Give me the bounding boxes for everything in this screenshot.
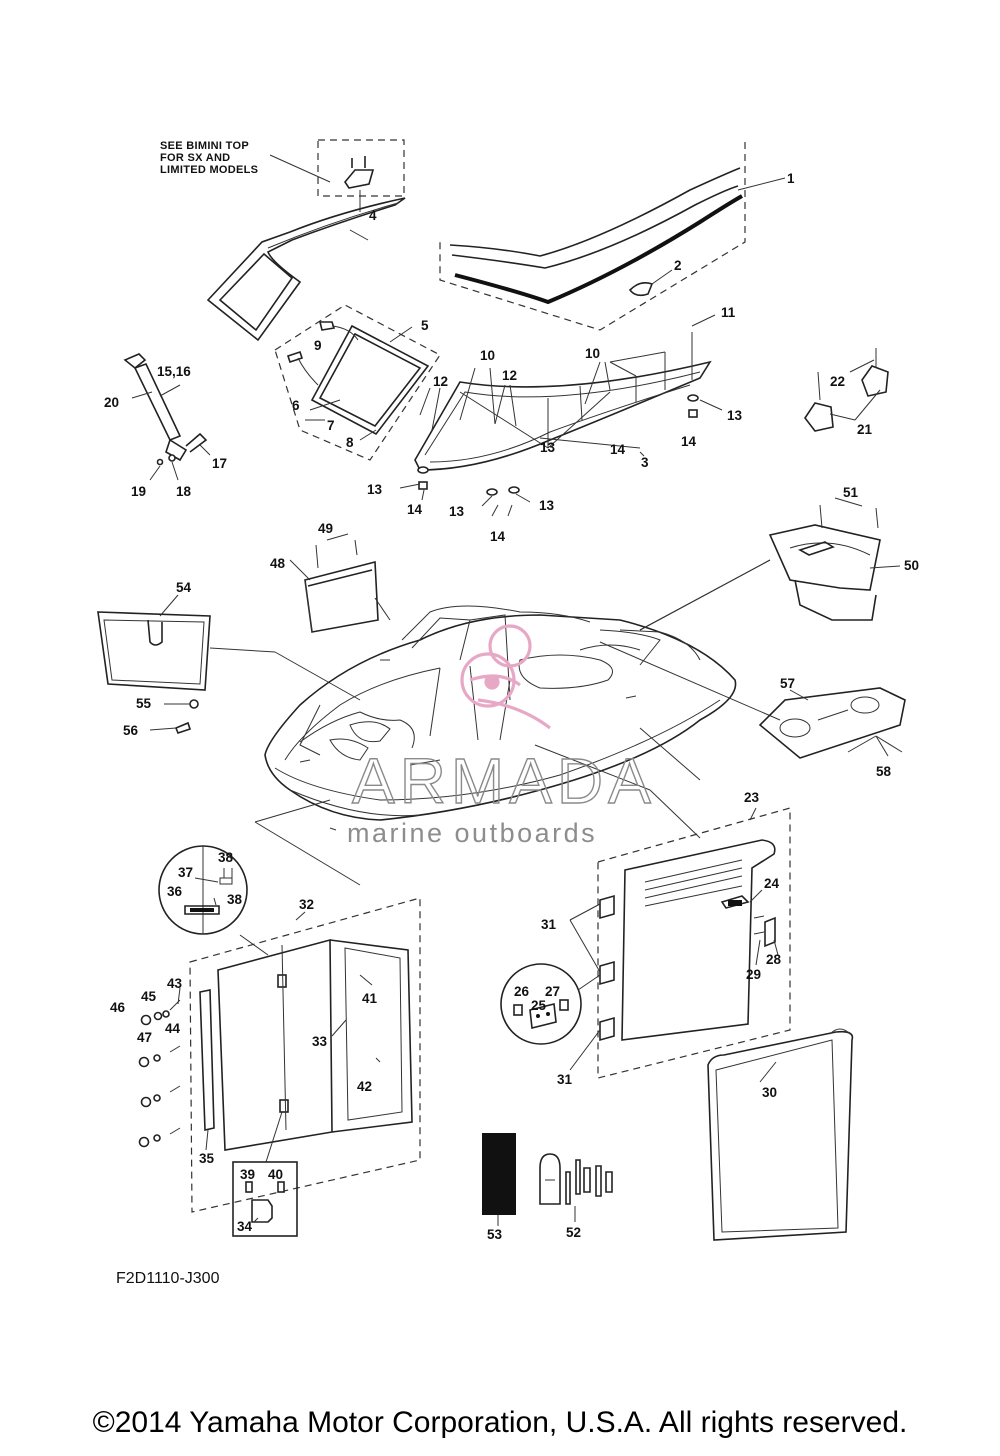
callout-55: 55 (136, 696, 152, 711)
callout-11: 11 (721, 305, 736, 320)
windshield-frame (206, 197, 406, 342)
callout-51: 51 (843, 485, 859, 500)
callout-53: 53 (487, 1227, 503, 1242)
callout-58: 58 (876, 764, 892, 779)
callout-14c: 14 (681, 434, 697, 449)
callout-17: 17 (212, 456, 227, 471)
callout-13d: 13 (727, 408, 743, 423)
toolkit-52 (539, 1153, 613, 1222)
callout-22: 22 (830, 374, 845, 389)
callout-18: 18 (176, 484, 192, 499)
callout-4: 4 (369, 208, 377, 223)
callout-42: 42 (357, 1079, 372, 1094)
callout-29: 29 (746, 967, 761, 982)
bimini-note: SEE BIMINI TOP FOR SX AND LIMITED MODELS (160, 139, 405, 212)
callout-21: 21 (857, 422, 873, 437)
cover-assembly (439, 142, 786, 331)
callout-6: 6 (292, 398, 300, 413)
callout-38b: 38 (227, 892, 243, 907)
locker-door (138, 897, 421, 1213)
callout-14a: 14 (407, 502, 423, 517)
callout-45: 45 (141, 989, 157, 1004)
side-panel (569, 807, 791, 1079)
bimini-note-line2: FOR SX AND (160, 152, 230, 164)
copyright-notice: ©2014 Yamaha Motor Corporation, U.S.A. A… (92, 1406, 908, 1439)
callout-3: 3 (641, 455, 649, 470)
detail-36-38 (158, 845, 269, 956)
callout-34: 34 (237, 1219, 253, 1234)
callout-13a: 13 (367, 482, 383, 497)
callout-13c: 13 (539, 498, 555, 513)
callout-33: 33 (312, 1034, 328, 1049)
callout-41: 41 (362, 991, 378, 1006)
callout-44: 44 (165, 1021, 181, 1036)
callout-15-16: 15,16 (157, 364, 191, 379)
callout-13b: 13 (449, 504, 465, 519)
boat-hull (254, 559, 781, 886)
callout-56: 56 (123, 723, 139, 738)
watermark-logo (460, 624, 551, 730)
callout-39: 39 (240, 1167, 255, 1182)
callout-7: 7 (327, 418, 335, 433)
callout-31a: 31 (541, 917, 557, 932)
callout-10b: 10 (585, 346, 600, 361)
callout-38a: 38 (218, 850, 234, 865)
callout-1: 1 (787, 171, 795, 186)
brackets-21-22 (804, 348, 889, 432)
callout-28: 28 (766, 952, 782, 967)
callout-9: 9 (314, 338, 322, 353)
callout-40: 40 (268, 1167, 283, 1182)
callout-47: 47 (137, 1030, 152, 1045)
detail-34 (232, 1161, 298, 1237)
callout-46: 46 (110, 1000, 126, 1015)
callout-36: 36 (167, 884, 183, 899)
tray-57 (758, 687, 906, 759)
callout-48: 48 (270, 556, 286, 571)
watermark-tagline: marine outboards (347, 818, 597, 848)
callout-32: 32 (299, 897, 314, 912)
callout-19: 19 (131, 484, 146, 499)
bimini-note-line1: SEE BIMINI TOP (160, 140, 249, 152)
callout-37: 37 (178, 865, 193, 880)
callout-5: 5 (421, 318, 429, 333)
callout-numbers: 1 2 3 4 5 6 7 8 9 10 10 11 12 12 13 13 1… (104, 171, 919, 1242)
callout-49: 49 (318, 521, 333, 536)
window-assembly (274, 304, 441, 461)
seal-30 (707, 1028, 854, 1241)
callout-24: 24 (764, 876, 780, 891)
callout-10a: 10 (480, 348, 495, 363)
callout-52: 52 (566, 1225, 581, 1240)
callout-27: 27 (545, 984, 560, 999)
callout-14b: 14 (490, 529, 506, 544)
support-arm (123, 353, 211, 481)
callout-43: 43 (167, 976, 183, 991)
callout-35: 35 (199, 1151, 215, 1166)
detail-25-27 (500, 963, 601, 1045)
callout-54: 54 (176, 580, 192, 595)
bimini-note-line3: LIMITED MODELS (160, 164, 258, 176)
hatch-assembly (639, 497, 901, 631)
callout-12a: 12 (433, 374, 448, 389)
callout-25: 25 (531, 998, 547, 1013)
tower-rail (399, 314, 723, 517)
callout-31b: 31 (557, 1072, 573, 1087)
callout-50: 50 (904, 558, 919, 573)
callout-14d: 14 (610, 442, 626, 457)
callout-13e: 13 (540, 440, 556, 455)
watermark-brand: ARMADA (352, 745, 656, 817)
callout-26: 26 (514, 984, 530, 999)
callout-2: 2 (674, 258, 682, 273)
callout-30: 30 (762, 1085, 777, 1100)
decal-53 (482, 1133, 516, 1226)
figure-code: F2D1110-J300 (116, 1270, 220, 1287)
callout-57: 57 (780, 676, 795, 691)
callout-23: 23 (744, 790, 760, 805)
callout-12b: 12 (502, 368, 517, 383)
callout-20: 20 (104, 395, 119, 410)
lid-54 (97, 594, 361, 734)
watermark: ARMADA marine outboards (347, 744, 656, 848)
callout-8: 8 (346, 435, 354, 450)
storage-bin (289, 533, 391, 633)
